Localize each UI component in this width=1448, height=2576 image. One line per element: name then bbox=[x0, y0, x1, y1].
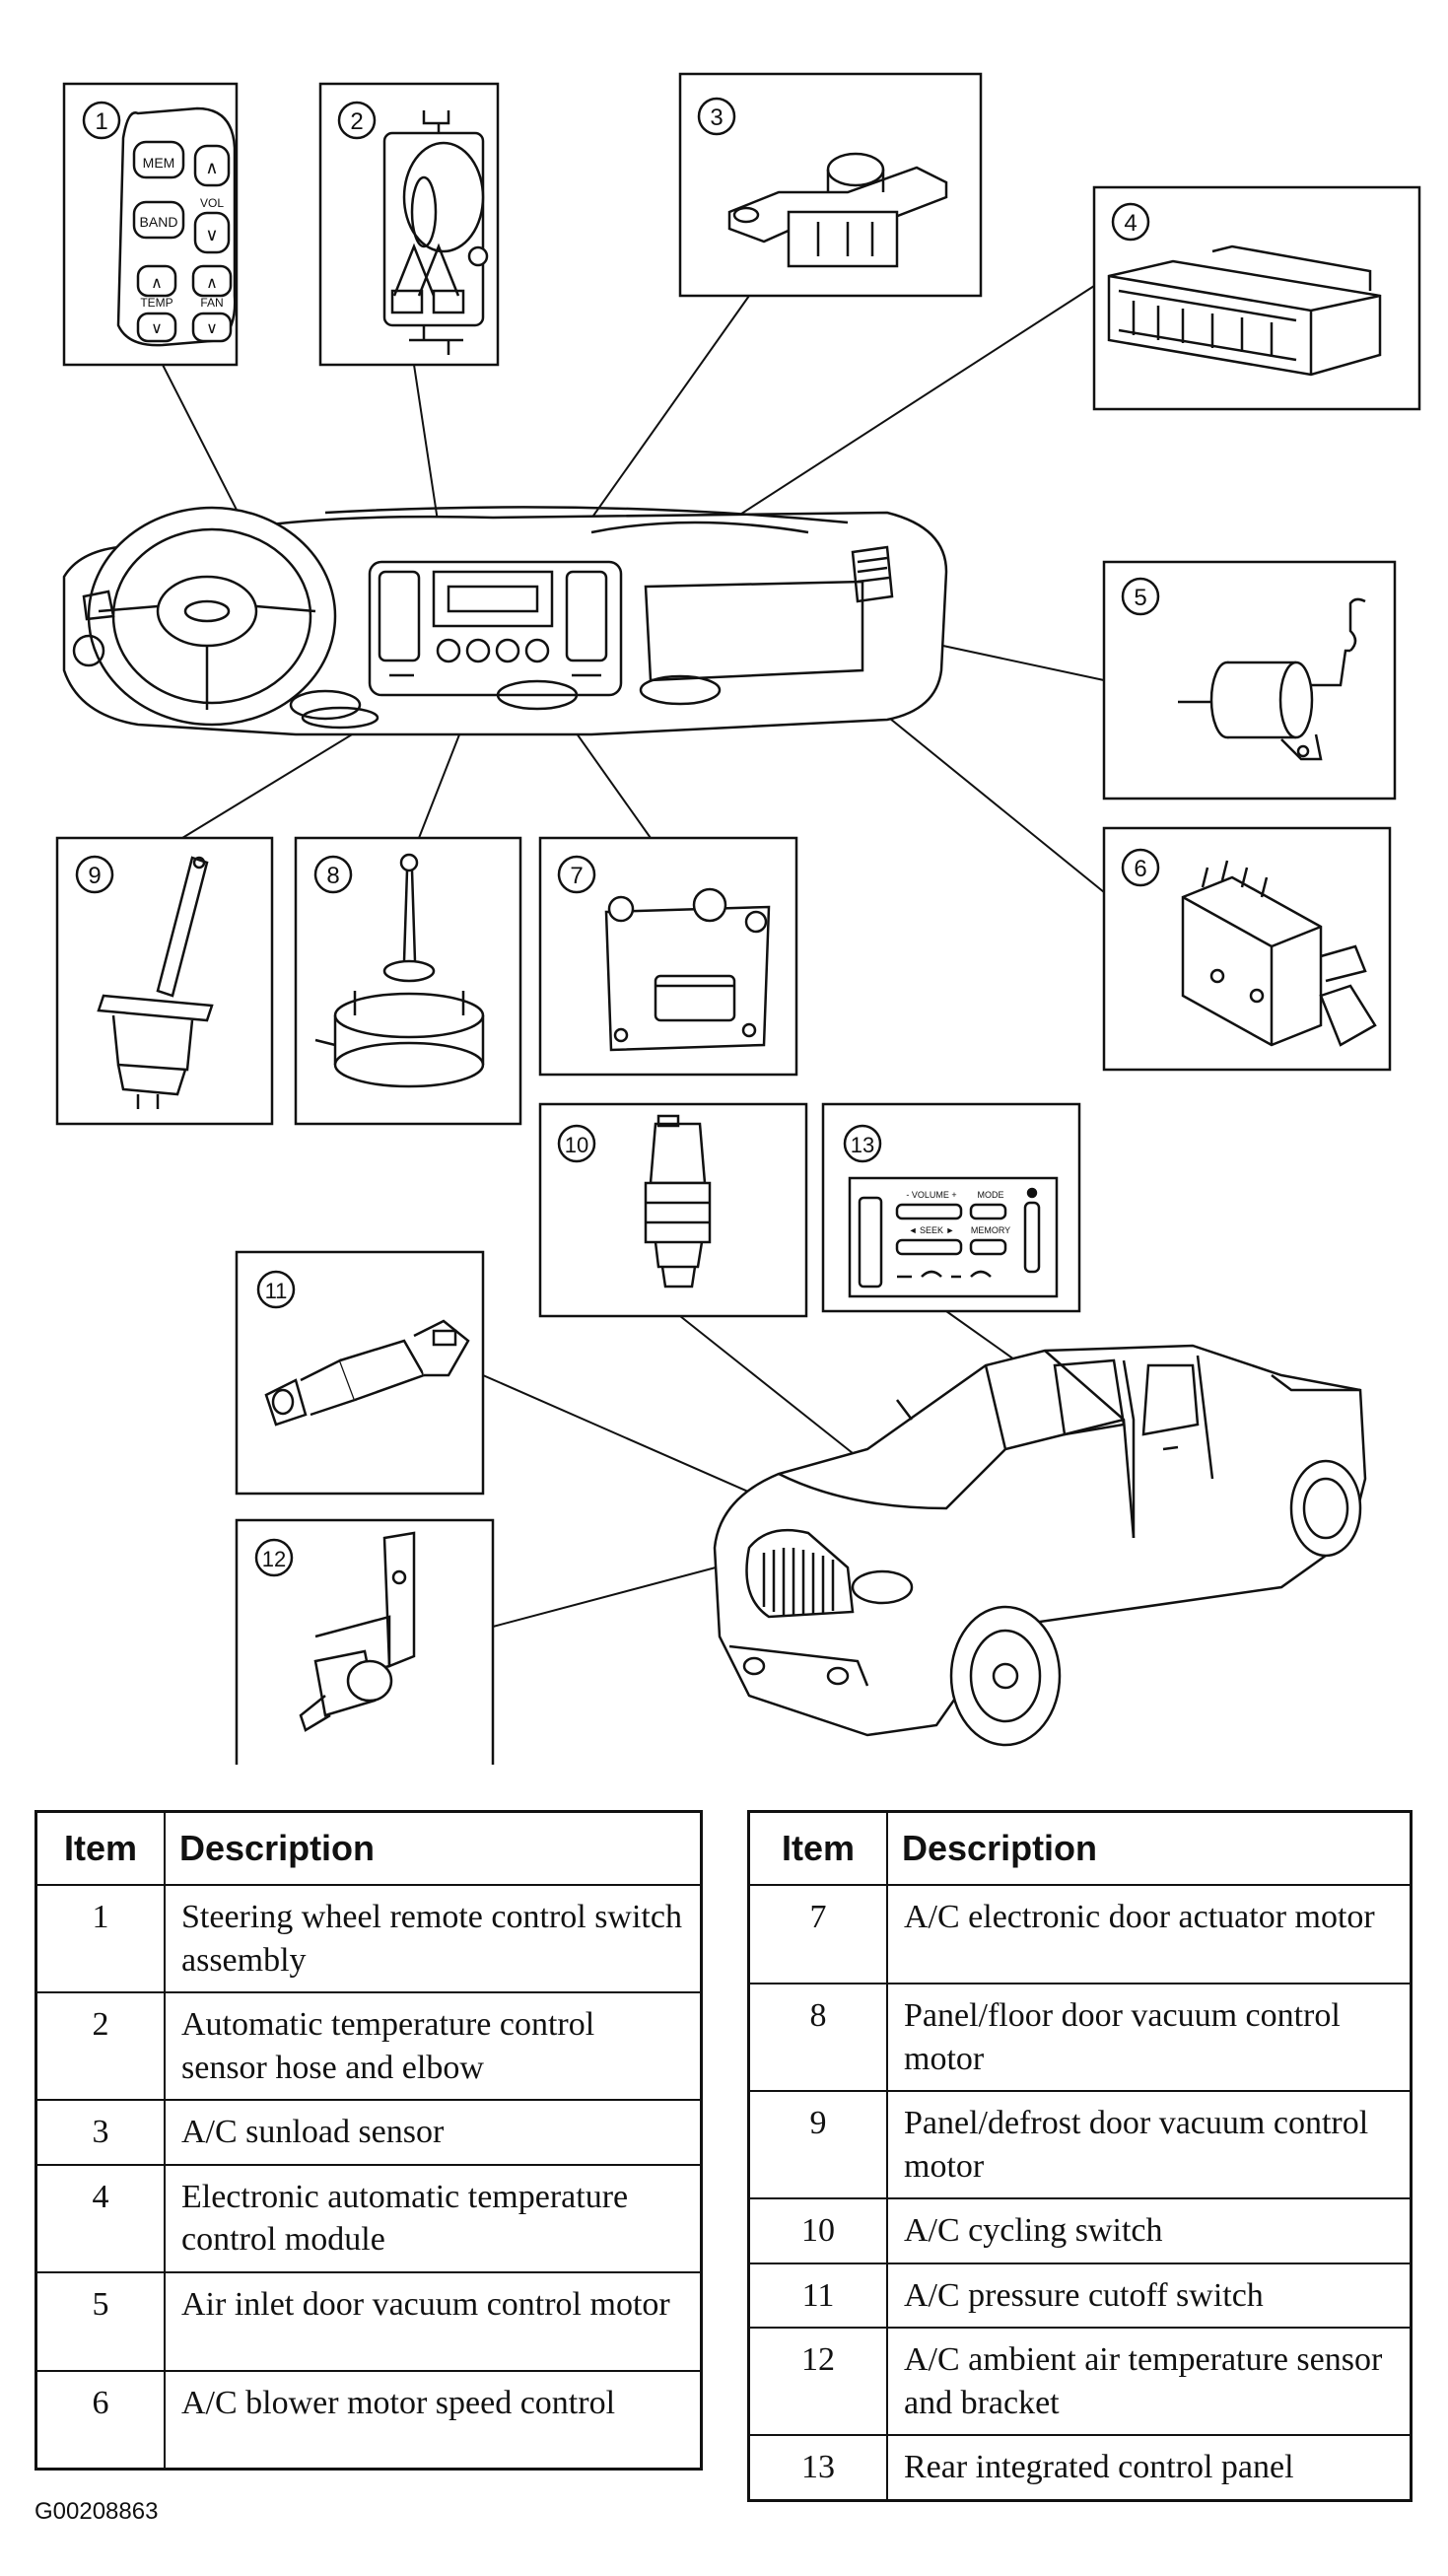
item-description: A/C sunload sensor bbox=[164, 2099, 703, 2166]
column-header-description: Description bbox=[886, 1810, 1413, 1886]
item-description: A/C pressure cutoff switch bbox=[886, 2262, 1413, 2330]
item-description: Electronic automatic temperature control… bbox=[164, 2163, 703, 2273]
callout-8: 8 bbox=[326, 863, 339, 889]
eatc-module-box: 4 bbox=[1092, 185, 1421, 411]
column-header-description: Description bbox=[164, 1810, 703, 1886]
figure-code: G00208863 bbox=[34, 2498, 159, 2525]
svg-text:∧: ∧ bbox=[205, 158, 218, 177]
cycling-switch-box: 10 bbox=[538, 1102, 808, 1318]
item-number: 8 bbox=[747, 1982, 888, 2093]
switch-assembly-box: 1 MEM BAND ∧ VOL ∨ ∧ TEMP ∨ ∧ FAN ∨ bbox=[62, 82, 239, 367]
item-description: Air inlet door vacuum control motor bbox=[164, 2270, 703, 2372]
panel-floor-motor-box: 8 bbox=[294, 836, 522, 1126]
table-row: 7 A/C electronic door actuator motor bbox=[747, 1884, 1413, 1984]
item-number: 2 bbox=[34, 1991, 166, 2102]
item-number: 4 bbox=[34, 2163, 166, 2273]
table-row: 12 A/C ambient air temperature sensor an… bbox=[747, 2327, 1413, 2437]
svg-text:∧: ∧ bbox=[206, 275, 218, 292]
callout-1: 1 bbox=[95, 108, 107, 135]
callout-12: 12 bbox=[262, 1547, 286, 1571]
table-row: 10 A/C cycling switch bbox=[747, 2197, 1413, 2264]
legend-table-left: Item Description 1 Steering wheel remote… bbox=[34, 1810, 703, 2472]
item-number: 7 bbox=[747, 1884, 888, 1984]
item-number: 6 bbox=[34, 2369, 166, 2471]
table-header-row: Item Description bbox=[747, 1810, 1413, 1886]
item-number: 1 bbox=[34, 1883, 166, 1994]
svg-text:MEM: MEM bbox=[143, 155, 175, 171]
table-header-row: Item Description bbox=[34, 1810, 703, 1886]
callout-3: 3 bbox=[710, 104, 723, 131]
item-number: 12 bbox=[747, 2327, 888, 2437]
item-description: A/C blower motor speed control bbox=[164, 2369, 703, 2471]
item-description: Automatic temperature control sensor hos… bbox=[164, 1991, 703, 2102]
callout-2: 2 bbox=[350, 108, 363, 135]
rear-control-panel-box: 13 - VOLUME + MODE ◄ SEEK ► MEMORY bbox=[821, 1102, 1081, 1313]
item-description: A/C cycling switch bbox=[886, 2197, 1413, 2264]
callout-11: 11 bbox=[265, 1279, 288, 1303]
pressure-switch-box: 11 bbox=[235, 1250, 485, 1496]
sunload-sensor-box: 3 bbox=[678, 72, 983, 298]
item-number: 5 bbox=[34, 2270, 166, 2372]
callout-10: 10 bbox=[565, 1133, 588, 1157]
svg-text:∨: ∨ bbox=[151, 320, 163, 337]
item-number: 13 bbox=[747, 2434, 888, 2502]
column-header-item: Item bbox=[747, 1810, 888, 1886]
callout-4: 4 bbox=[1124, 210, 1137, 237]
item-number: 11 bbox=[747, 2262, 888, 2330]
table-row: 2 Automatic temperature control sensor h… bbox=[34, 1991, 703, 2102]
truck-illustration bbox=[713, 1344, 1367, 1747]
item-number: 3 bbox=[34, 2099, 166, 2166]
blower-speed-control-box: 6 bbox=[1102, 826, 1392, 1072]
item-description: A/C electronic door actuator motor bbox=[886, 1884, 1413, 1984]
svg-text:BAND: BAND bbox=[140, 214, 178, 230]
item-number: 10 bbox=[747, 2197, 888, 2264]
table-row: 8 Panel/floor door vacuum control motor bbox=[747, 1982, 1413, 2093]
table-row: 4 Electronic automatic temperature contr… bbox=[34, 2163, 703, 2273]
svg-text:MEMORY: MEMORY bbox=[971, 1225, 1010, 1235]
svg-text:MODE: MODE bbox=[978, 1190, 1004, 1200]
table-row: 13 Rear integrated control panel bbox=[747, 2434, 1413, 2502]
table-row: 3 A/C sunload sensor bbox=[34, 2099, 703, 2166]
table-row: 11 A/C pressure cutoff switch bbox=[747, 2262, 1413, 2330]
callout-13: 13 bbox=[851, 1133, 874, 1157]
item-description: A/C ambient air temperature sensor and b… bbox=[886, 2327, 1413, 2437]
table-row: 5 Air inlet door vacuum control motor bbox=[34, 2270, 703, 2372]
callout-6: 6 bbox=[1134, 856, 1146, 882]
door-actuator-box: 7 bbox=[538, 836, 798, 1077]
callout-7: 7 bbox=[570, 863, 583, 889]
item-description: Steering wheel remote control switch ass… bbox=[164, 1883, 703, 1994]
item-description: Panel/floor door vacuum control motor bbox=[886, 1982, 1413, 2093]
column-header-item: Item bbox=[34, 1810, 166, 1886]
table-row: 1 Steering wheel remote control switch a… bbox=[34, 1883, 703, 1994]
panel-defrost-motor-box: 9 bbox=[55, 836, 274, 1126]
callout-9: 9 bbox=[88, 863, 101, 889]
callout-5: 5 bbox=[1134, 585, 1146, 611]
item-description: Panel/defrost door vacuum control motor bbox=[886, 2090, 1413, 2200]
svg-text:∨: ∨ bbox=[206, 320, 218, 337]
svg-text:∧: ∧ bbox=[151, 275, 163, 292]
ambient-sensor-box: 12 bbox=[235, 1518, 495, 1765]
svg-text:◄ SEEK ►: ◄ SEEK ► bbox=[909, 1225, 955, 1235]
legend-table-right: Item Description 7 A/C electronic door a… bbox=[747, 1810, 1413, 2502]
item-description: Rear integrated control panel bbox=[886, 2434, 1413, 2502]
svg-text:∨: ∨ bbox=[205, 225, 218, 244]
item-number: 9 bbox=[747, 2090, 888, 2200]
instrument-panel bbox=[62, 506, 948, 736]
leader-lines bbox=[162, 285, 1105, 1628]
table-row: 6 A/C blower motor speed control bbox=[34, 2369, 703, 2471]
svg-text:TEMP: TEMP bbox=[140, 296, 172, 310]
table-row: 9 Panel/defrost door vacuum control moto… bbox=[747, 2090, 1413, 2200]
svg-text:- VOLUME +: - VOLUME + bbox=[906, 1190, 956, 1200]
svg-text:FAN: FAN bbox=[200, 296, 223, 310]
svg-text:VOL: VOL bbox=[200, 196, 224, 210]
component-location-diagram: 1 MEM BAND ∧ VOL ∨ ∧ TEMP ∨ ∧ FAN ∨ 2 bbox=[55, 72, 1421, 1765]
air-inlet-motor-box: 5 bbox=[1102, 560, 1397, 801]
sensor-hose-box: 2 bbox=[318, 82, 500, 367]
